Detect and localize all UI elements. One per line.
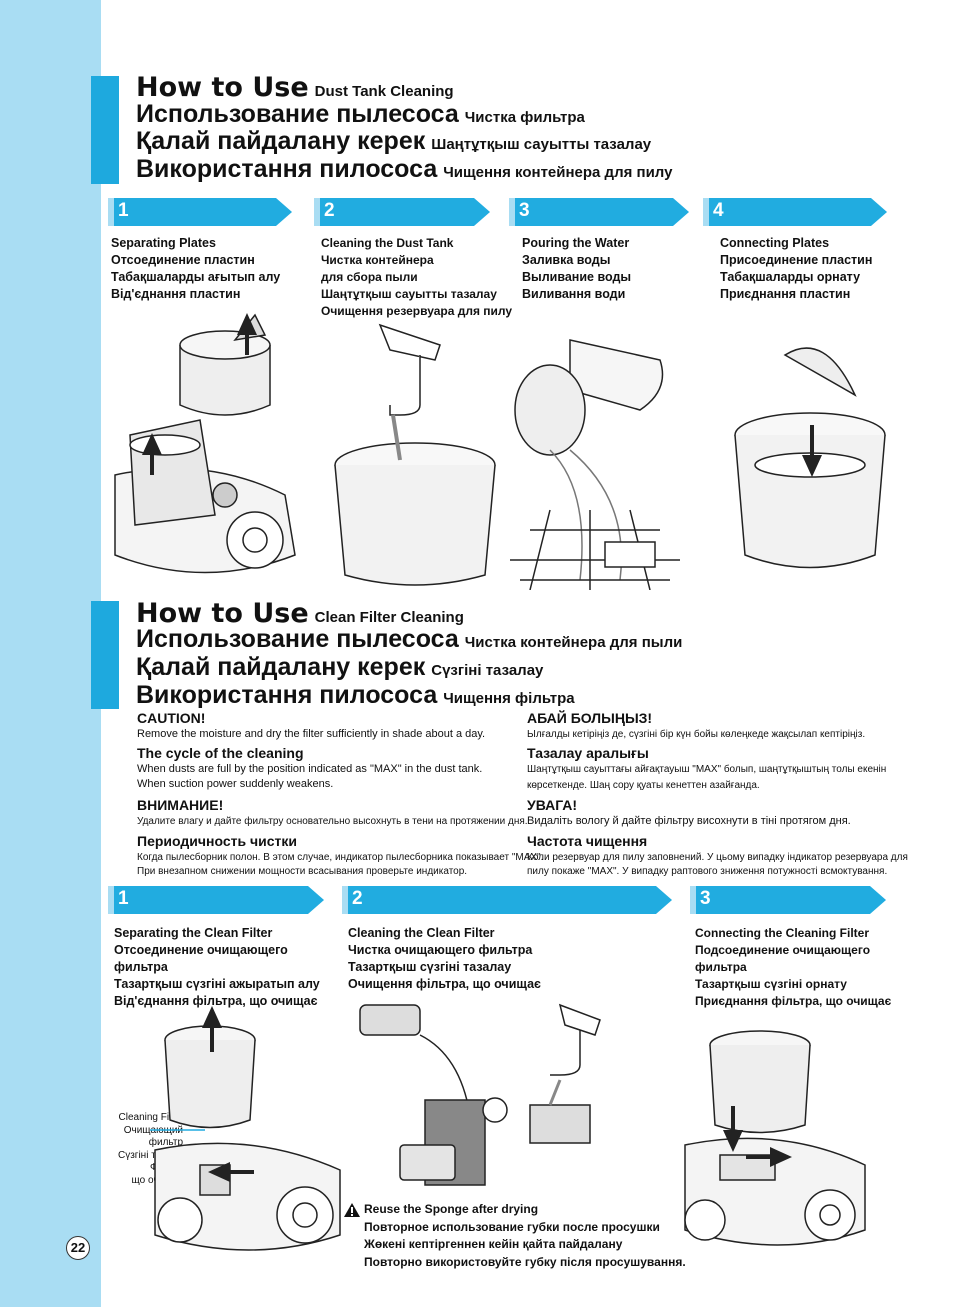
note-text: Remove the moisture and dry the filter s… xyxy=(137,728,486,740)
section-accent-bar xyxy=(91,601,119,709)
note-text: Шаңтұтқыш сауыттағы айғақтауыш "MAX" бол… xyxy=(527,764,887,775)
faucet-filling-tank-illustration xyxy=(334,323,496,586)
note-text: Удалите влагу и дайте фильтру основатель… xyxy=(137,816,528,827)
section-accent-bar xyxy=(91,76,119,184)
step-bar-1: 1 xyxy=(108,198,292,226)
step-bar-4: 4 xyxy=(703,198,887,226)
note-heading-abai: АБАЙ БОЛЫҢЫЗ! xyxy=(527,710,653,726)
filter-step-bar-2: 2 xyxy=(342,886,672,914)
note-text: When suction power suddenly weakens. xyxy=(137,778,334,790)
note-text: When dusts are full by the position indi… xyxy=(137,763,483,775)
pouring-water-illustration xyxy=(510,339,680,590)
note-heading-caution: CAUTION! xyxy=(137,710,206,726)
note-text: Коли резервуар для пилу заповнений. У ць… xyxy=(527,852,908,863)
vacuum-separating-plates-illustration xyxy=(114,313,296,574)
note-text: Видаліть вологу й дайте фільтру висохнут… xyxy=(527,815,851,827)
warning-icon xyxy=(344,1203,360,1217)
note-heading-uvaga: УВАГА! xyxy=(527,797,578,813)
note-heading-cycle: The cycle of the cleaning xyxy=(137,745,304,761)
washing-filter-illustration xyxy=(359,1003,601,1186)
page-sidebar xyxy=(0,0,101,1307)
note-heading-tazalau: Тазалау аралығы xyxy=(527,745,649,761)
filter-step-bar-3: 3 xyxy=(690,886,886,914)
note-heading-vnimanie: ВНИМАНИЕ! xyxy=(137,797,224,813)
note-text: Ылғалды кетіріңіз де, сүзгіні бір күн бо… xyxy=(527,729,866,740)
note-text: При внезапном снижении мощности всасыван… xyxy=(137,866,468,877)
note-text: Когда пылесборник полон. В этом случае, … xyxy=(137,852,544,863)
step-bar-3: 3 xyxy=(509,198,689,226)
vacuum-connecting-filter-illustration xyxy=(684,1030,866,1246)
page-number: 22 xyxy=(66,1236,90,1260)
note-heading-periodichnost: Периодичность чистки xyxy=(137,833,297,849)
connecting-plates-illustration xyxy=(734,347,886,569)
note-text: пилу покаже "MAX". У випадку раптового з… xyxy=(527,866,888,877)
note-heading-chastota: Частота чищення xyxy=(527,833,648,849)
vacuum-separating-filter-illustration xyxy=(150,1006,341,1251)
step-bar-2: 2 xyxy=(314,198,490,226)
note-text: көрсеткенде. Шаң сору қуаты кенеттен аза… xyxy=(527,780,760,791)
filter-step-bar-1: 1 xyxy=(108,886,324,914)
